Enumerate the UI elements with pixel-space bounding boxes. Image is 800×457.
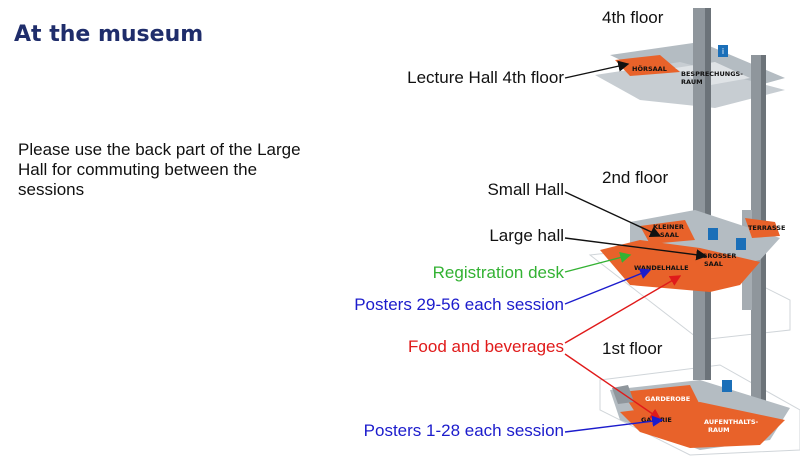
arrow-large-hall — [564, 237, 708, 261]
arrow-posters-1-28 — [564, 415, 664, 433]
floor-label-2nd: 2nd floor — [602, 168, 669, 187]
callout-posters-1-28: Posters 1-28 each session — [363, 421, 564, 440]
arrow-food-upper — [564, 275, 682, 344]
arrow-posters-29-56 — [564, 268, 652, 305]
floor-label-4th: 4th floor — [602, 8, 664, 27]
room-garderobe: GARDEROBE — [645, 395, 690, 403]
room-besprechungsraum-line1: BESPRECHUNGS- — [681, 70, 743, 78]
room-grosser-saal-line1: GROSSER — [702, 252, 736, 260]
room-aufenthaltsraum-line2: RAUM — [708, 426, 730, 434]
room-kleiner-saal-line2: SAAL — [660, 231, 679, 239]
callout-posters-29-56: Posters 29-56 each session — [354, 295, 564, 314]
callout-food-beverages: Food and beverages — [408, 337, 564, 356]
room-kleiner-saal-line1: KLEINER — [653, 223, 684, 231]
room-wandelhalle: WANDELHALLE — [634, 264, 689, 272]
room-besprechungsraum-line2: RAUM — [681, 78, 703, 86]
callout-registration: Registration desk — [432, 263, 564, 282]
second-floor-slab — [600, 210, 780, 292]
arrow-lecture-hall — [564, 60, 630, 79]
room-aufenthaltsraum-line1: AUFENTHALTS- — [704, 418, 759, 426]
room-terrasse: TERRASSE — [748, 224, 785, 232]
commuting-note: Please use the back part of the Large Ha… — [18, 140, 301, 199]
floor-label-1st: 1st floor — [602, 339, 663, 358]
arrow-small-hall — [564, 191, 662, 237]
svg-text:i: i — [722, 47, 724, 56]
room-horsaal: HÖRSAAL — [632, 64, 667, 73]
first-floor-slab — [610, 380, 790, 450]
arrow-registration — [564, 252, 632, 273]
callout-large-hall: Large hall — [489, 226, 564, 245]
callout-small-hall: Small Hall — [487, 180, 564, 199]
room-grosser-saal-line2: SAAL — [704, 260, 723, 268]
page-title: At the museum — [14, 22, 204, 47]
callout-lecture-hall: Lecture Hall 4th floor — [407, 68, 564, 87]
arrow-food-lower — [564, 353, 662, 420]
